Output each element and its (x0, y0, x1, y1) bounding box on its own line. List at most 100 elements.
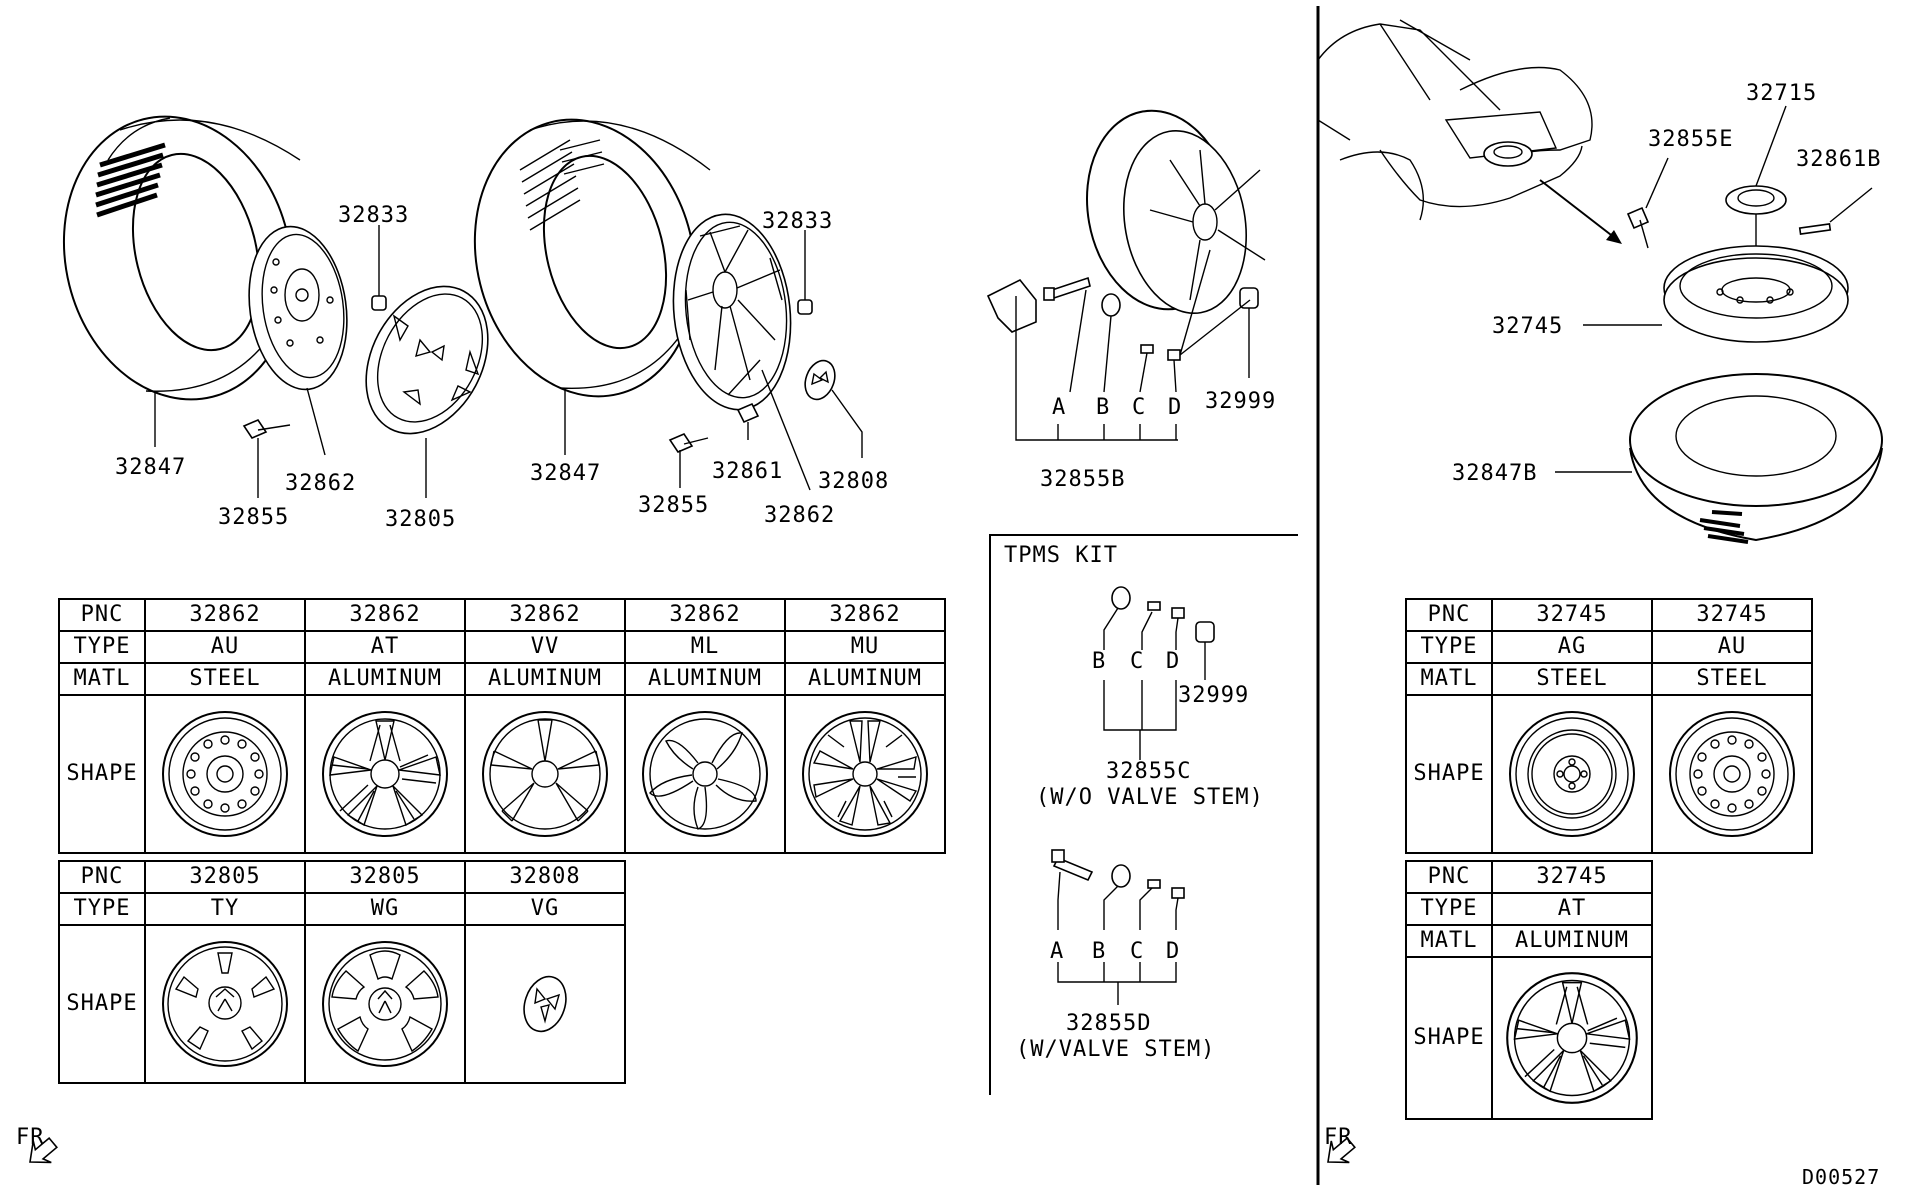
alloy-wheel-icon (482, 711, 608, 837)
center-cap-icon (804, 359, 836, 401)
pnc-cell: 32862 (464, 598, 626, 632)
shape-cell (784, 694, 946, 854)
callout-32847: 32847 (115, 455, 186, 480)
callout-32855d: 32855D (1066, 1011, 1151, 1036)
row-label-shape: SHAPE (1405, 956, 1493, 1120)
tire-alloy-assembly (473, 118, 863, 491)
type-cell: WG (304, 892, 466, 926)
row-label-matl: MATL (58, 662, 146, 696)
letter-d: D (1166, 939, 1180, 964)
row-label-pnc: PNC (58, 860, 146, 894)
callout-32715: 32715 (1746, 81, 1817, 106)
washer-icon (1140, 344, 1154, 354)
washer-icon (1147, 879, 1161, 889)
type-cell: AT (304, 630, 466, 664)
letter-d: D (1166, 649, 1180, 674)
spare-alloy-table: PNC 32745 TYPE AT MATL ALUMINUM SHAPE (1405, 860, 1653, 1120)
valve-nut-icon (1171, 887, 1185, 899)
shape-cell (144, 694, 306, 854)
pnc-cell: 32862 (624, 598, 786, 632)
wheel-nut-icon (797, 299, 813, 315)
row-label-type: TYPE (1405, 892, 1493, 926)
matl-cell: ALUMINUM (624, 662, 786, 696)
steel-wheel-icon (1663, 245, 1849, 343)
drawing-number: D00527 (1802, 1165, 1880, 1187)
wheel-bolt-icon (242, 419, 291, 439)
shape-cell (464, 694, 626, 854)
letter-a: A (1050, 939, 1064, 964)
shape-cell (624, 694, 786, 854)
valve-stem-icon (1051, 849, 1094, 882)
letter-b: B (1096, 395, 1110, 420)
wheel-cover-icon (365, 285, 489, 435)
alloy-wheel-icon (322, 711, 448, 837)
type-cell: VV (464, 630, 626, 664)
callout-32855: 32855 (638, 493, 709, 518)
row-label-matl: MATL (1405, 662, 1493, 696)
callout-32808: 32808 (818, 469, 889, 494)
pnc-cell: 32862 (304, 598, 466, 632)
pnc-cell: 32862 (784, 598, 946, 632)
callout-32833: 32833 (762, 209, 833, 234)
pnc-cell: 32808 (464, 860, 626, 894)
callout-32862: 32862 (285, 471, 356, 496)
type-cell: VG (464, 892, 626, 926)
callout-32999: 32999 (1178, 683, 1249, 708)
callout-32855b: 32855B (1040, 467, 1125, 492)
washer-icon (1147, 601, 1161, 611)
pnc-cell: 32862 (144, 598, 306, 632)
row-label-type: TYPE (58, 630, 146, 664)
callout-32861b: 32861B (1796, 147, 1881, 172)
tread-pattern-icon (519, 139, 605, 231)
matl-cell: STEEL (1491, 662, 1653, 696)
balance-weight-icon (736, 402, 760, 424)
alloy-wheel-icon (642, 711, 768, 837)
shape-cell (304, 924, 466, 1084)
callout-32847: 32847 (530, 461, 601, 486)
matl-cell: ALUMINUM (1491, 924, 1653, 958)
matl-cell: ALUMINUM (464, 662, 626, 696)
alloy-wheel-icon (1506, 972, 1638, 1104)
row-label-shape: SHAPE (1405, 694, 1493, 854)
row-label-shape: SHAPE (58, 924, 146, 1084)
type-cell: AU (144, 630, 306, 664)
callout-32855e: 32855E (1648, 127, 1733, 152)
type-cell: AT (1491, 892, 1653, 926)
tpms-kit-d (1051, 849, 1185, 1005)
row-label-shape: SHAPE (58, 694, 146, 854)
shape-cell (464, 924, 626, 1084)
callout-32855: 32855 (218, 505, 289, 530)
vehicle-rear-icon (1317, 19, 1593, 221)
letter-c: C (1130, 939, 1144, 964)
tpms-kit-c (1103, 586, 1215, 760)
steel-wheel-icon (162, 711, 288, 837)
callout-32861: 32861 (712, 459, 783, 484)
center-cap-icon (523, 975, 567, 1033)
callout-32855c: 32855C (1106, 759, 1191, 784)
kit-d-note: (W/VALVE STEM) (1016, 1037, 1215, 1062)
letter-b: B (1092, 649, 1106, 674)
callout-32847b: 32847B (1452, 461, 1537, 486)
alloy-wheel-icon (1085, 109, 1266, 314)
shape-cell (304, 694, 466, 854)
grommet-icon (1101, 293, 1121, 317)
pnc-cell: 32745 (1491, 860, 1653, 894)
tpms-wheel-assembly (986, 109, 1266, 441)
letter-c: C (1130, 649, 1144, 674)
tpms-kit-frame (989, 534, 1298, 1095)
type-cell: ML (624, 630, 786, 664)
matl-cell: ALUMINUM (784, 662, 946, 696)
callout-32833: 32833 (338, 203, 409, 228)
callout-32805: 32805 (385, 507, 456, 532)
valve-stem-icon (1043, 276, 1091, 301)
row-label-pnc: PNC (1405, 598, 1493, 632)
row-label-type: TYPE (1405, 630, 1493, 664)
type-cell: AG (1491, 630, 1653, 664)
letter-b: B (1092, 939, 1106, 964)
tire-steel-assembly (62, 115, 489, 498)
balance-weight-icon (1798, 223, 1832, 235)
rim-table: PNC 32862 32862 32862 32862 32862 TYPE A… (58, 598, 946, 854)
front-arrow-icon (29, 1136, 58, 1164)
letter-d: D (1168, 395, 1182, 420)
